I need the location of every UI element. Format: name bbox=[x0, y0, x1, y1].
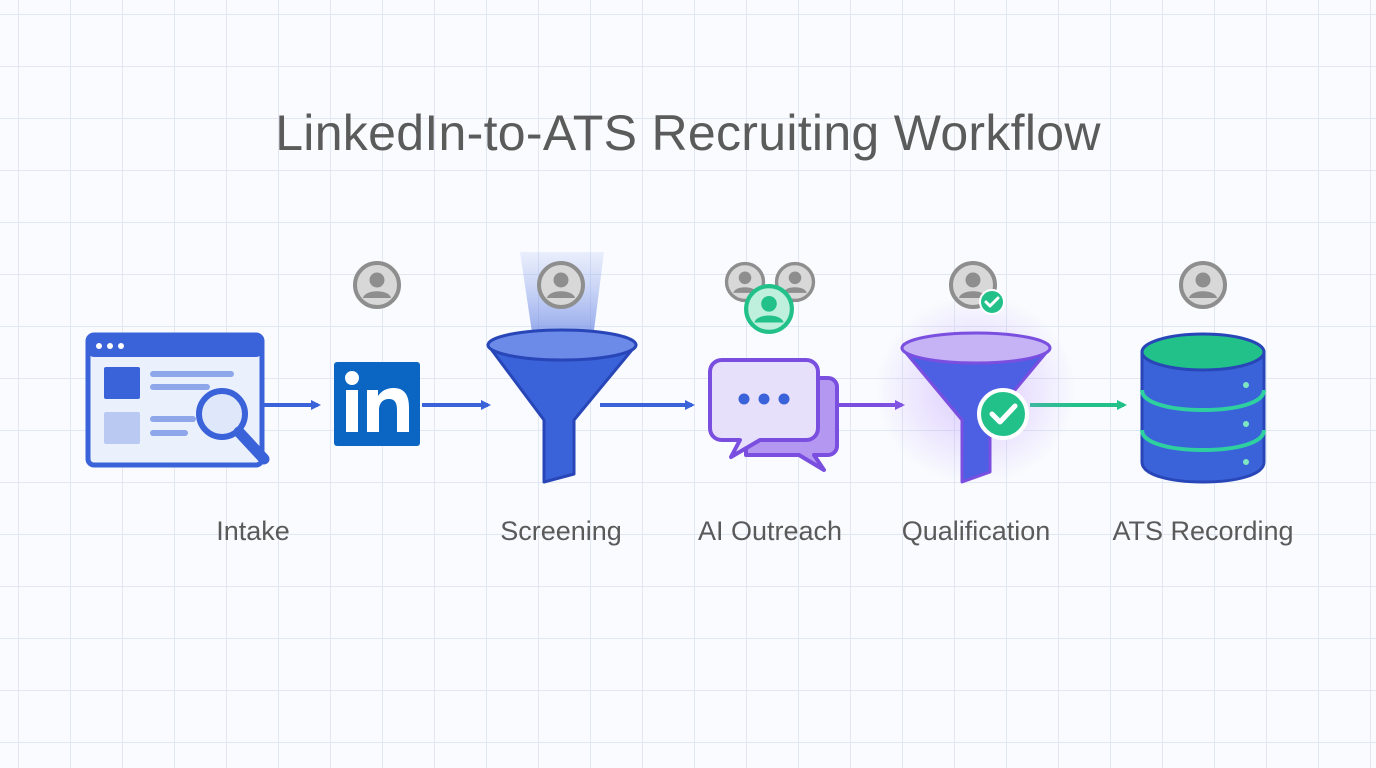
stage-label-outreach: AI Outreach bbox=[697, 516, 843, 546]
chat-bubbles-icon bbox=[708, 358, 839, 472]
recorded-candidate-icon bbox=[1179, 261, 1227, 309]
stage-label-intake: Intake bbox=[216, 516, 290, 546]
browser-search-icon bbox=[85, 332, 270, 468]
people-group-icon bbox=[724, 261, 816, 332]
database-icon bbox=[1140, 332, 1266, 484]
verified-candidate-icon bbox=[949, 261, 1005, 315]
linkedin-logo-icon bbox=[334, 362, 420, 446]
candidate-avatar-icon bbox=[353, 261, 401, 309]
stage-label-qualification: Qualification bbox=[901, 516, 1051, 546]
screened-candidate-icon bbox=[537, 261, 585, 309]
funnel-check-icon bbox=[876, 295, 1076, 485]
stage-label-ats: ATS Recording bbox=[1112, 516, 1294, 546]
diagram-title: LinkedIn-to-ATS Recruiting Workflow bbox=[275, 105, 1101, 161]
stage-label-screening: Screening bbox=[500, 516, 622, 546]
